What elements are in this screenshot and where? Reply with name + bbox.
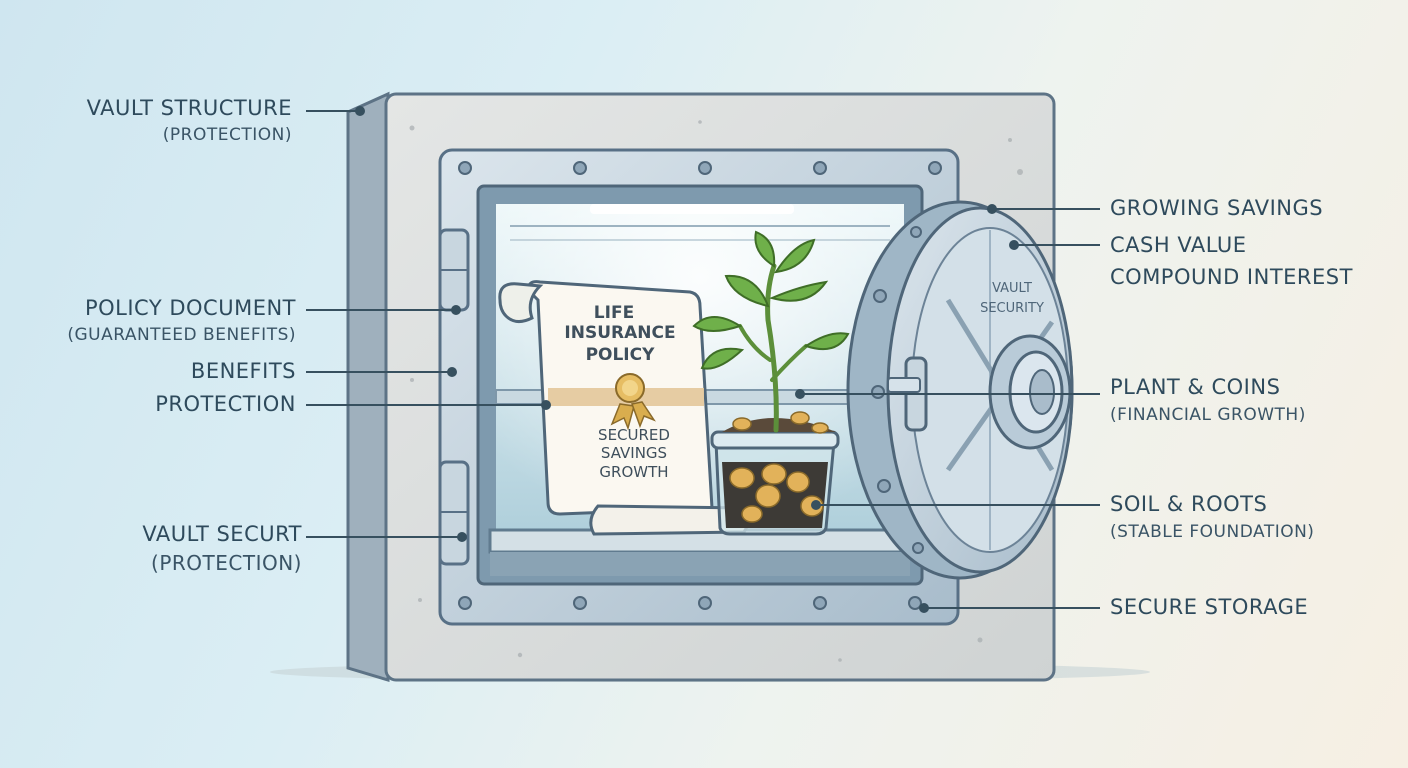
ceiling-light <box>590 204 794 214</box>
frame-rivets <box>458 161 942 610</box>
plant-pot <box>710 411 840 536</box>
combination-dial-icon <box>988 334 1072 450</box>
concrete-speckles <box>409 120 1023 662</box>
label-vault-structure-sub: (PROTECTION) <box>162 125 292 145</box>
label-protection: PROTECTION <box>155 392 296 416</box>
label-cash-value: CASH VALUE COMPOUND INTEREST <box>1110 229 1353 293</box>
label-policy-document: POLICY DOCUMENT (GUARANTEED BENEFITS) <box>67 292 296 346</box>
label-plant-coins-title: PLANT & COINS <box>1110 375 1281 399</box>
policy-body-line1: SECURED <box>598 426 670 444</box>
leader-lines-left <box>306 106 551 542</box>
label-plant-coins: PLANT & COINS (FINANCIAL GROWTH) <box>1110 371 1306 427</box>
label-soil-roots-sub: (STABLE FOUNDATION) <box>1110 522 1315 542</box>
label-policy-document-title: POLICY DOCUMENT <box>84 296 296 320</box>
label-vault-securt-title: VAULT SECURT <box>142 522 302 546</box>
policy-body-line3: GROWTH <box>599 463 668 481</box>
door-text-line1: VAULT <box>992 281 1032 296</box>
label-cash-value-title: CASH VALUE <box>1110 233 1247 257</box>
label-vault-structure: VAULT STRUCTURE (PROTECTION) <box>87 92 292 146</box>
hinge-top <box>438 228 470 312</box>
label-benefits: BENEFITS <box>190 359 296 383</box>
award-seal-icon <box>610 373 656 431</box>
label-plant-coins-sub: (FINANCIAL GROWTH) <box>1110 405 1306 425</box>
label-growing-savings: GROWING SAVINGS <box>1110 196 1324 220</box>
policy-title-line1: LIFE <box>594 303 634 323</box>
hinge-bottom <box>438 460 470 566</box>
policy-body-line2: SAVINGS <box>601 444 667 462</box>
policy-title-line3: POLICY <box>586 345 656 365</box>
vault-side-face <box>346 91 390 683</box>
policy-document: LIFE INSURANCE POLICY SECURED SAVINGS GR… <box>498 280 751 536</box>
label-soil-roots-title: SOIL & ROOTS <box>1110 492 1268 516</box>
label-vault-securt-sub: (PROTECTION) <box>151 551 302 575</box>
door-text-line2: SECURITY <box>980 301 1044 316</box>
label-compound-interest: COMPOUND INTEREST <box>1110 265 1353 289</box>
label-policy-document-sub: (GUARANTEED BENEFITS) <box>67 325 296 345</box>
vault-door: VAULT SECURITY <box>846 200 1074 580</box>
sprout-icon <box>692 230 850 433</box>
label-vault-securt: VAULT SECURT (PROTECTION) <box>142 518 302 576</box>
policy-title-line2: INSURANCE <box>564 323 675 343</box>
label-soil-roots: SOIL & ROOTS (STABLE FOUNDATION) <box>1110 488 1314 544</box>
label-vault-structure-title: VAULT STRUCTURE <box>86 96 292 120</box>
label-secure-storage: SECURE STORAGE <box>1110 595 1309 619</box>
leader-lines-right <box>795 204 1100 613</box>
